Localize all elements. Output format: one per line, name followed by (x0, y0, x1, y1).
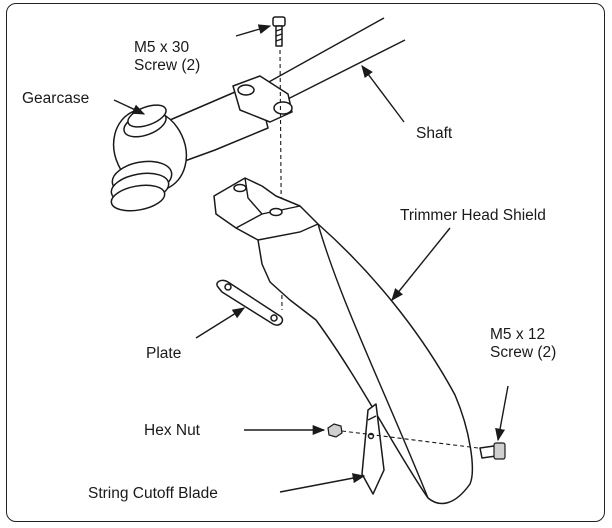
arrow-gearcase (113, 99, 146, 115)
plate (216, 279, 284, 326)
label-m5x12-line2: Screw (2) (490, 344, 557, 361)
hex-nut (327, 423, 343, 438)
leader-arrows (113, 24, 509, 493)
label-m5x12-line1: M5 x 12 (490, 326, 546, 343)
arrow-screw-side (495, 385, 509, 442)
m5x30-screw-top (272, 16, 286, 47)
arrow-blade (279, 473, 366, 493)
arrow-screw-top (235, 24, 272, 37)
label-m5x30-line2: Screw (2) (134, 57, 201, 74)
label-hex-nut: Hex Nut (144, 422, 200, 439)
m5x12-screw-side (479, 442, 506, 460)
label-shaft: Shaft (416, 125, 453, 142)
arrow-plate (195, 307, 246, 339)
label-plate: Plate (146, 345, 182, 362)
shaft (257, 17, 406, 109)
label-string-cutoff-blade: String Cutoff Blade (88, 485, 218, 502)
trimmer-head-shield (213, 177, 473, 505)
label-gearcase: Gearcase (22, 90, 90, 107)
label-trimmer-head-shield: Trimmer Head Shield (400, 207, 546, 224)
alignment-line-horizontal (341, 430, 495, 451)
arrow-shield (391, 227, 451, 301)
alignment-line-vertical (279, 49, 283, 311)
arrow-shaft (361, 64, 405, 123)
label-m5x30-line1: M5 x 30 (134, 39, 190, 56)
string-cutoff-blade (361, 403, 385, 495)
